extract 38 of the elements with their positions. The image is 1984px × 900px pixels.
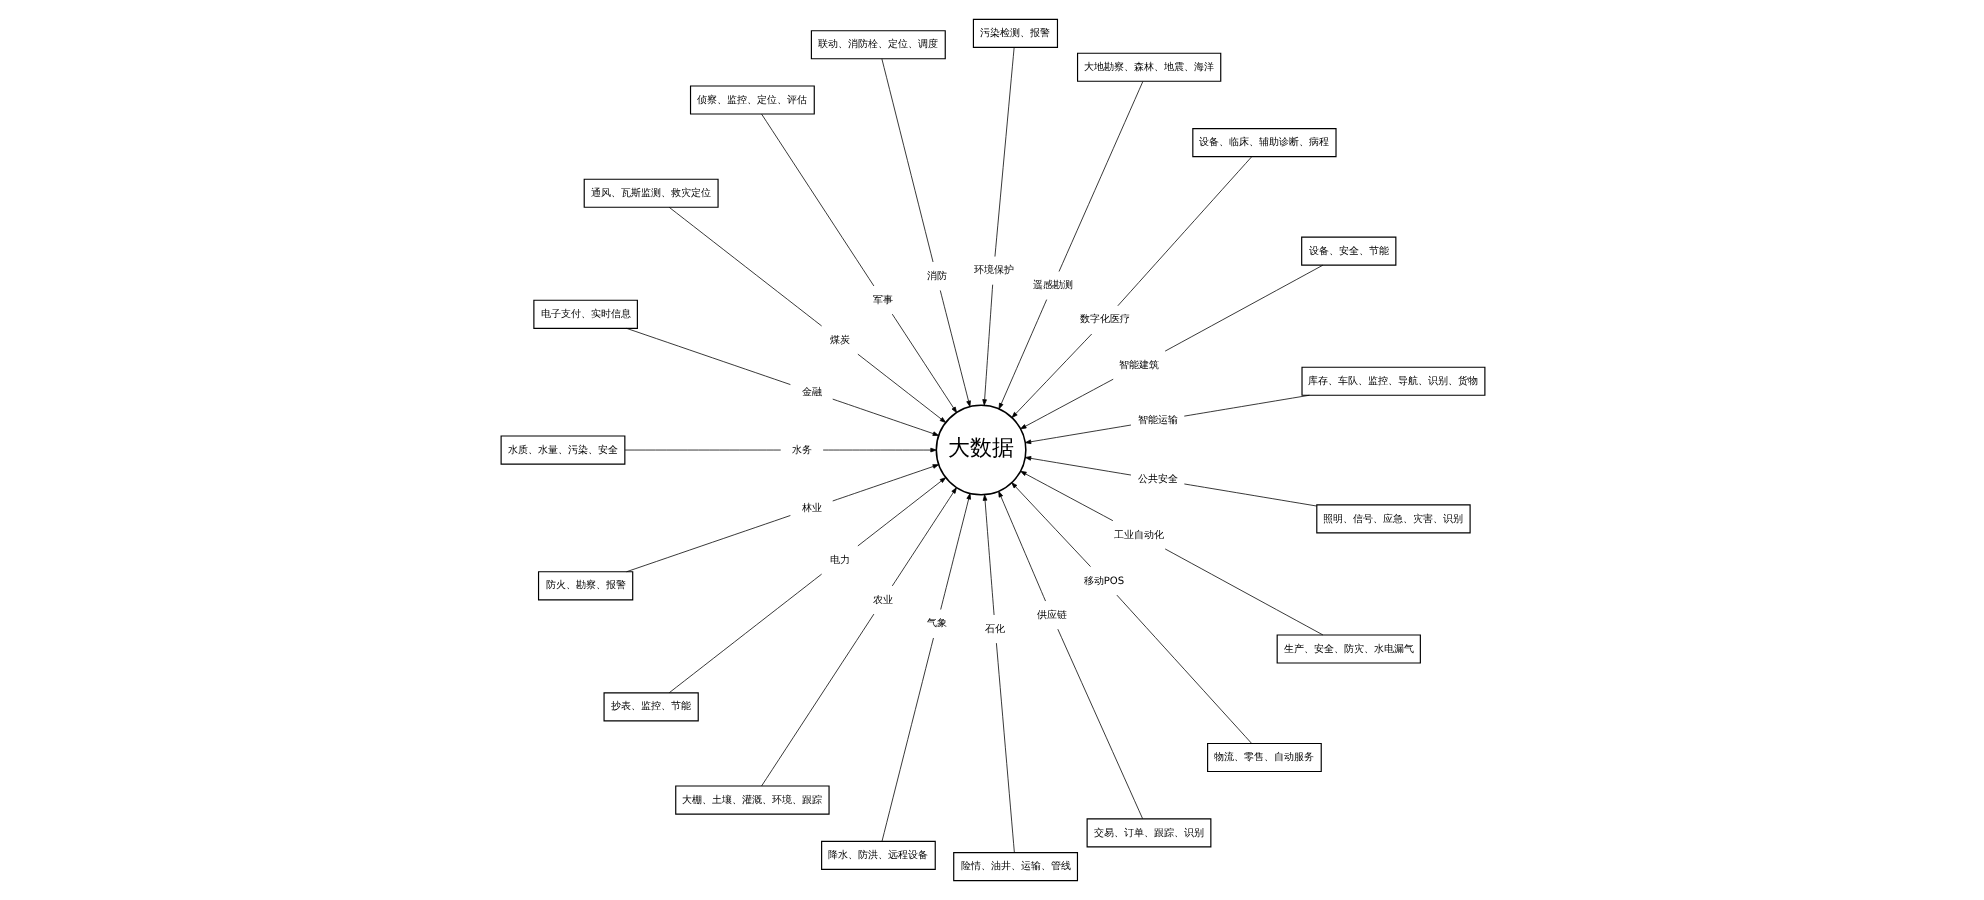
arrow <box>821 447 936 453</box>
connector <box>995 642 1014 853</box>
connector <box>1163 264 1323 352</box>
arrow <box>1024 456 1131 476</box>
arrow <box>890 313 956 413</box>
connector <box>880 58 933 263</box>
arrow <box>997 299 1047 410</box>
arrow <box>1010 333 1092 418</box>
arrow <box>831 398 938 436</box>
arrow <box>938 290 970 407</box>
arrow <box>939 493 970 610</box>
arrow <box>890 487 956 587</box>
connector <box>1163 548 1323 636</box>
connector <box>1057 81 1143 272</box>
connector <box>1056 628 1142 819</box>
arrow <box>1024 424 1131 445</box>
connector <box>1182 394 1309 417</box>
connector <box>667 206 822 327</box>
connector <box>993 47 1014 257</box>
arrow <box>856 477 945 547</box>
connector <box>625 515 790 573</box>
connector <box>1116 156 1252 307</box>
connector <box>760 113 874 287</box>
arrow <box>1019 378 1113 430</box>
connector <box>623 449 781 451</box>
connector <box>1115 594 1251 744</box>
arrow <box>831 464 938 502</box>
arrow <box>997 491 1045 602</box>
arrow <box>981 494 994 616</box>
connector <box>760 613 874 787</box>
connector <box>667 573 822 694</box>
arrow <box>1019 470 1113 522</box>
connector <box>880 637 933 842</box>
connector <box>625 327 790 385</box>
arrow <box>856 353 945 423</box>
connector <box>1182 483 1316 507</box>
arrow <box>981 284 993 406</box>
arrow <box>1010 482 1090 567</box>
